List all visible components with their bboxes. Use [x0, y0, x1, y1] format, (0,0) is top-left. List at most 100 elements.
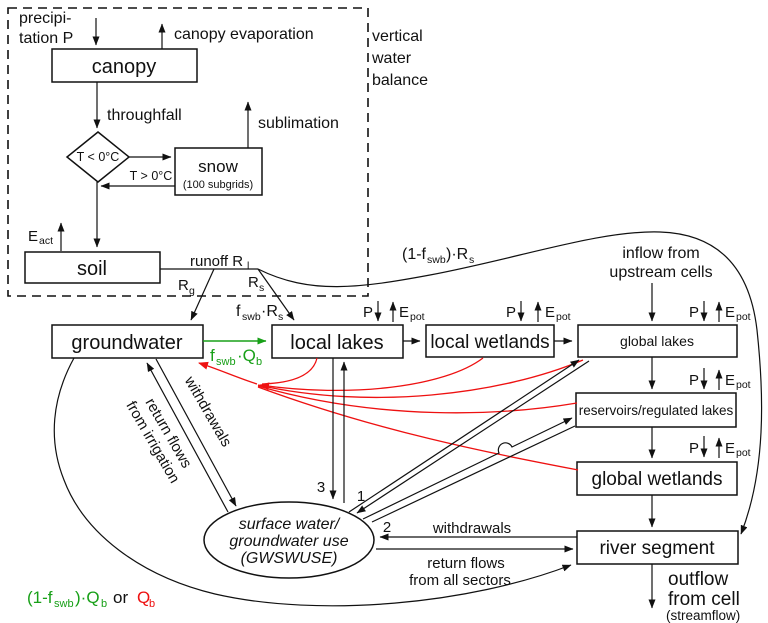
- p-label: P: [689, 372, 699, 389]
- route-1-number: 1: [357, 488, 365, 505]
- temperature-decision-diamond: [65, 131, 131, 183]
- outflow-line1: outflow: [668, 569, 728, 590]
- qb-baseflow-arc: [53, 357, 572, 607]
- outflow-label: outflow from cell (streamflow): [666, 569, 740, 623]
- epot-sub: pot: [556, 311, 571, 323]
- gw-withdrawals-line: [155, 358, 237, 507]
- fswbrs-swb: swb: [242, 311, 261, 323]
- sublimation-label: sublimation: [258, 115, 339, 132]
- rs-R: R: [248, 274, 259, 291]
- local-wetlands-box: [425, 324, 555, 358]
- river-segment-box: [576, 530, 739, 565]
- epot-E: E: [399, 304, 409, 321]
- groundwater-label: groundwater: [71, 332, 183, 354]
- global-wetlands-box: [576, 461, 738, 496]
- p-epot-local-lakes: P E pot: [363, 301, 425, 323]
- runoff-sub-l: l: [247, 260, 249, 272]
- fswbqb-dotQ: ·Q: [237, 346, 256, 365]
- precipitation-label: precipi- tation P: [19, 10, 73, 47]
- gwswuse-line3: (GWSWUSE): [241, 550, 338, 567]
- river-return-label2: from all sectors: [409, 572, 511, 589]
- precip-line1: precipi-: [19, 10, 71, 27]
- streamflow-label: (streamflow): [666, 608, 740, 623]
- vertical-water-balance-label: vertical water balance: [371, 28, 428, 89]
- red-return-arrows: [198, 357, 584, 471]
- global-lakes-to-gwswuse-line: [356, 360, 590, 514]
- river-withdrawals-label: withdrawals: [432, 520, 511, 537]
- qb-3: )·Q: [75, 588, 100, 607]
- reservoirs-to-gwswuse-line: [371, 425, 576, 523]
- qb-or: or: [113, 588, 128, 607]
- one-minus-fswb-rs-label: (1-f swb )·R s: [402, 246, 474, 266]
- qb-4: b: [101, 598, 107, 610]
- epot-E: E: [725, 372, 735, 389]
- rg-R: R: [178, 277, 189, 294]
- qb-1: (1-f: [27, 588, 53, 607]
- canopy-evaporation-label: canopy evaporation: [174, 26, 314, 43]
- omf-rs-1: (1-f: [402, 246, 427, 263]
- gwswuse-ellipse: [203, 501, 375, 579]
- omf-rs-4: s: [469, 254, 474, 266]
- inflow-label: inflow from upstream cells: [609, 245, 712, 281]
- eact-label: E act: [28, 228, 53, 247]
- rg-arrow: [190, 268, 215, 321]
- fswb-qb-label: f swb ·Q b: [210, 346, 262, 368]
- epot-sub: pot: [410, 311, 425, 323]
- inflow-line2: upstream cells: [609, 264, 712, 281]
- red-from-local-lakes: [261, 357, 318, 385]
- epot-sub: pot: [736, 447, 751, 459]
- omf-rs-2: swb: [427, 254, 446, 266]
- route-3-number: 3: [317, 479, 325, 496]
- groundwater-box: [51, 324, 204, 359]
- p-label: P: [506, 304, 516, 321]
- eact-E: E: [28, 228, 38, 245]
- snow-subgrids-label: (100 subgrids): [183, 179, 253, 191]
- inflow-line1: inflow from: [622, 245, 699, 262]
- precip-line2: tation P: [19, 30, 73, 47]
- red-from-global-lakes: [257, 359, 584, 398]
- p-label: P: [363, 304, 373, 321]
- canopy-label: canopy: [92, 56, 157, 78]
- throughfall-label: throughfall: [107, 107, 182, 124]
- gw-return-line: [146, 362, 229, 513]
- gwswuse-to-global-lakes-line: [348, 359, 580, 513]
- label-vertical: vertical: [372, 28, 423, 45]
- p-epot-global-wetlands: P E pot: [689, 436, 751, 459]
- reservoirs-label: reservoirs/regulated lakes: [579, 403, 734, 418]
- epot-sub: pot: [736, 311, 751, 323]
- epot-E: E: [725, 440, 735, 457]
- epot-sub: pot: [736, 379, 751, 391]
- rs-label: R s: [248, 274, 264, 294]
- runoff-R: runoff R: [190, 253, 243, 270]
- red-from-global-wetlands: [257, 386, 579, 471]
- soil-label: soil: [77, 258, 107, 280]
- p-label: P: [689, 440, 699, 457]
- omf-rs-3: )·R: [446, 246, 468, 263]
- qb-2: swb: [54, 598, 74, 610]
- p-epot-local-wetlands: P E pot: [506, 301, 571, 323]
- epot-E: E: [545, 304, 555, 321]
- global-lakes-label: global lakes: [620, 333, 694, 349]
- runoff-label: runoff R l: [190, 253, 249, 272]
- fswbrs-s: s: [278, 311, 283, 323]
- one-minus-fswb-rs-curve: [257, 231, 763, 535]
- t-above-label: T > 0°C: [130, 169, 173, 183]
- gwswuse-line1: surface water/: [239, 516, 341, 533]
- river-segment-label: river segment: [599, 538, 715, 559]
- t-below-label: T < 0°C: [77, 150, 120, 164]
- label-water: water: [371, 50, 412, 67]
- snow-box: [174, 147, 263, 196]
- red-from-reservoirs: [257, 385, 578, 414]
- outflow-line2: from cell: [668, 589, 740, 610]
- local-lakes-box: [271, 324, 404, 359]
- local-wetlands-label: local wetlands: [430, 332, 549, 353]
- global-lakes-box: [577, 324, 738, 358]
- local-lakes-label: local lakes: [290, 332, 383, 354]
- snow-label: snow: [198, 157, 238, 176]
- red-to-groundwater: [198, 361, 258, 385]
- fswbqb-swb: swb: [216, 356, 236, 368]
- route-2-number: 2: [383, 519, 391, 536]
- fswbrs-f: f: [236, 303, 241, 320]
